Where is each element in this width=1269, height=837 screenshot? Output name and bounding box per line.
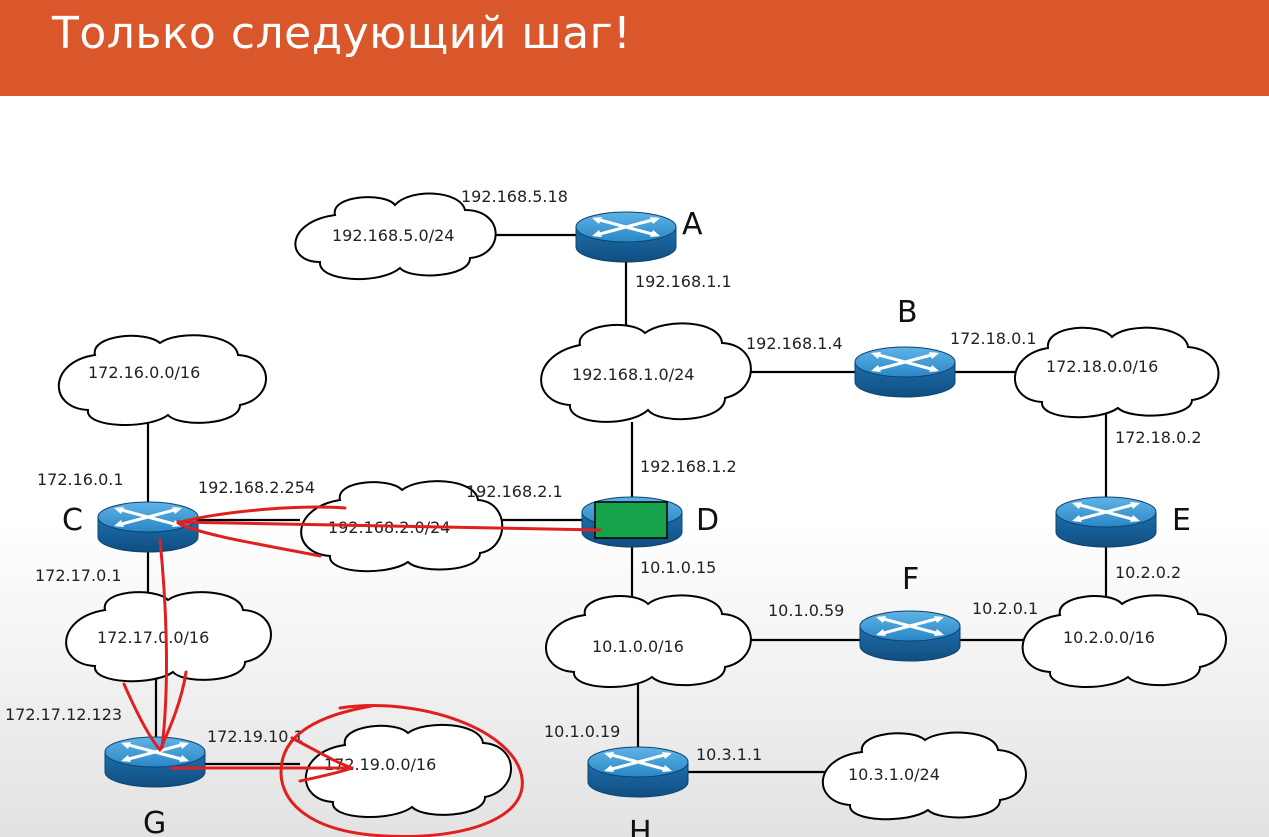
slide-title-bar: Только следующий шаг! (0, 0, 1269, 96)
ip-label: 10.3.1.1 (696, 745, 762, 764)
network-label: 172.16.0.0/16 (88, 363, 200, 382)
ip-label: 172.18.0.1 (950, 329, 1037, 348)
router-a: A (574, 207, 703, 264)
ip-label: 192.168.1.1 (635, 272, 732, 291)
router-label: A (682, 207, 703, 242)
router-label: B (897, 295, 918, 330)
highlight-box (594, 501, 668, 539)
slide-title: Только следующий шаг! (52, 8, 632, 59)
red-annotations (122, 505, 602, 837)
router-g: G (103, 735, 207, 837)
router-c: C (62, 500, 200, 554)
cloud-192-168-1: 192.168.1.0/24 (540, 322, 752, 423)
cloud-172-19: 172.19.0.0/16 (305, 723, 512, 819)
router-label: D (696, 503, 719, 538)
cloud-172-18: 172.18.0.0/16 (1014, 326, 1220, 419)
arrow-c-to-g (158, 538, 168, 750)
cloud-10-2: 10.2.0.0/16 (1021, 594, 1227, 689)
cloud-10-1: 10.1.0.0/16 (545, 594, 752, 689)
cloud-172-16: 172.16.0.0/16 (57, 334, 267, 427)
ip-label: 192.168.2.1 (466, 482, 563, 501)
ip-label: 172.17.12.123 (5, 705, 122, 724)
cloud-172-17: 172.17.0.0/16 (65, 591, 272, 683)
router-label: H (629, 815, 652, 837)
router-d: D (580, 495, 719, 549)
arrowhead-net (290, 736, 354, 783)
network-label: 192.168.5.0/24 (332, 226, 454, 245)
ip-label: 172.17.0.1 (35, 566, 122, 585)
ip-label: 192.168.2.254 (198, 478, 315, 497)
ip-label: 192.168.1.2 (640, 457, 737, 476)
ip-label: 172.18.0.2 (1115, 428, 1202, 447)
cloud-192-168-5: 192.168.5.0/24 (294, 192, 497, 281)
ip-label: 172.19.10.1 (207, 727, 304, 746)
router-label: C (62, 503, 83, 538)
network-label: 192.168.1.0/24 (572, 365, 694, 384)
ip-label: 10.1.0.59 (768, 601, 844, 620)
ip-label: 192.168.5.18 (461, 187, 568, 206)
ip-label: 10.1.0.19 (544, 722, 620, 741)
ip-label: 10.2.0.2 (1115, 563, 1181, 582)
network-label: 172.18.0.0/16 (1046, 357, 1158, 376)
network-label: 172.17.0.0/16 (97, 628, 209, 647)
arrow-d-to-c (176, 520, 602, 532)
ip-label: 192.168.1.4 (746, 334, 843, 353)
arrowhead-c (176, 505, 347, 558)
network-label: 10.1.0.0/16 (592, 637, 684, 656)
ip-label: 172.16.0.1 (37, 470, 124, 489)
network-label: 10.3.1.0/24 (848, 765, 940, 784)
router-label: E (1172, 503, 1191, 538)
ip-label: 10.1.0.15 (640, 558, 716, 577)
ip-label: 10.2.0.1 (972, 599, 1038, 618)
router-label: G (143, 806, 166, 837)
circle-172-19 (279, 704, 524, 837)
router-b: B (853, 295, 957, 399)
router-e: E (1054, 495, 1191, 549)
cloud-10-3: 10.3.1.0/24 (822, 731, 1027, 821)
interface-labels: 192.168.5.18 192.168.1.1 192.168.1.4 172… (5, 187, 1202, 764)
arrowhead-g (122, 670, 188, 752)
router-h: H (586, 745, 690, 837)
router-label: F (902, 562, 919, 597)
network-label: 10.2.0.0/16 (1063, 628, 1155, 647)
router-f: F (858, 562, 962, 663)
links (146, 233, 1108, 774)
